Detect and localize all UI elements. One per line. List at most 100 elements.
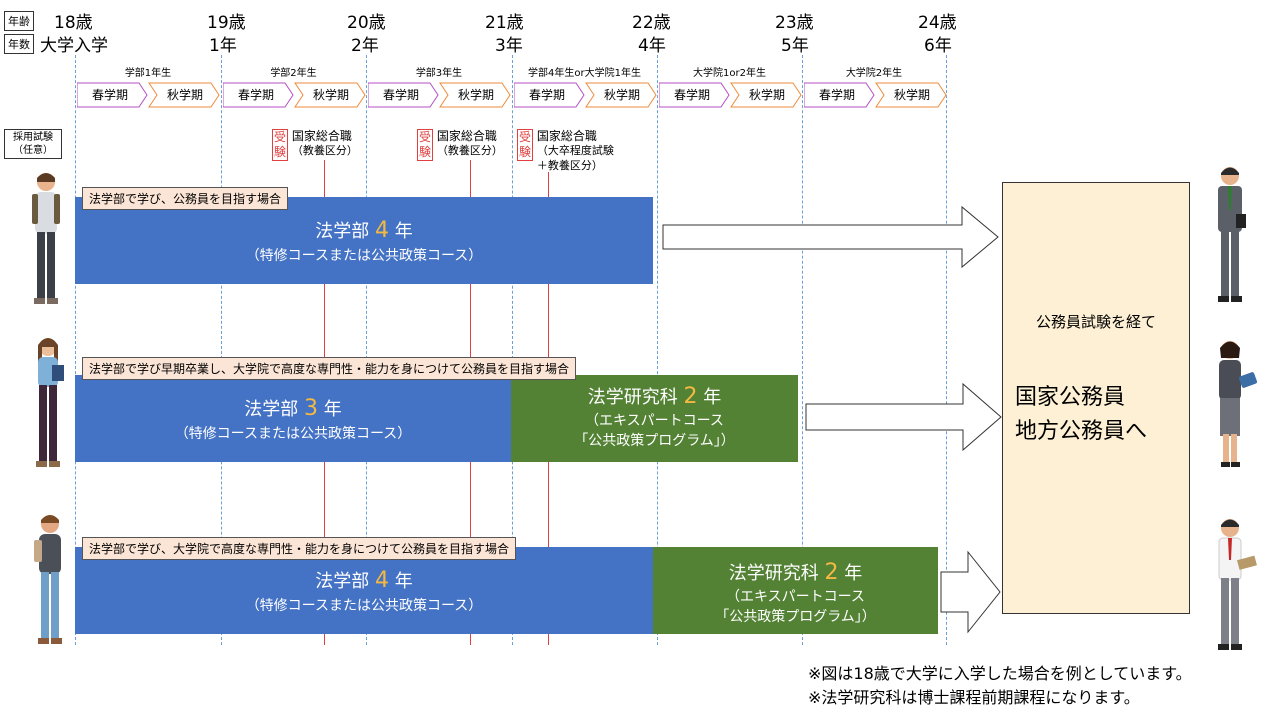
divider-line <box>366 55 367 645</box>
autumn-semester: 秋学期 <box>748 88 785 102</box>
exam-name: 国家総合職 <box>436 129 497 143</box>
civil-servant-illustration <box>1206 338 1262 476</box>
term-title: 大学院1or2年生 <box>693 68 766 79</box>
year-entrance: 大学入学 <box>40 36 108 56</box>
exam-detail: （教養区分） <box>291 144 358 157</box>
exam-name: 国家総合職 <box>291 129 352 143</box>
age-24: 24歳 <box>918 13 957 33</box>
student-illustration <box>24 335 72 479</box>
student-illustration <box>22 170 70 314</box>
exam-row-label: 採用試験 （任意） <box>4 129 62 159</box>
case-label: 法学部で学び、大学院で高度な専門性・能力を身につけて公務員を目指す場合 <box>82 537 517 560</box>
bar-sub: （特修コースまたは公共政策コース） <box>245 598 483 614</box>
footnote: ※法学研究科は博士課程前期課程になります。 <box>808 688 1140 707</box>
bar-sub: （特修コースまたは公共政策コース） <box>174 426 412 442</box>
age-18: 18歳 <box>54 13 93 33</box>
civil-servant-illustration <box>1206 516 1262 656</box>
exam-detail: （教養区分） <box>436 144 503 157</box>
year-6: 6年 <box>924 36 952 56</box>
semester-group: 春学期 秋学期 <box>223 82 367 108</box>
age-21: 21歳 <box>485 13 524 33</box>
year-row-label: 年数 <box>4 34 34 54</box>
bar-years: 3 <box>304 396 318 421</box>
arrow-right-icon <box>805 382 1002 452</box>
bar-years: 2 <box>683 384 698 409</box>
exam-note: 受 験 国家総合職 （教養区分） <box>417 129 503 161</box>
arrow-right-icon <box>662 205 999 269</box>
term-title: 学部1年生 <box>124 68 172 79</box>
spring-semester: 春学期 <box>91 88 128 102</box>
year-2: 2年 <box>351 36 379 56</box>
divider-line <box>657 55 658 645</box>
bar-years: 4 <box>375 568 389 593</box>
autumn-semester: 秋学期 <box>312 88 349 102</box>
exam-note: 受 験 国家総合職 （教養区分） <box>272 129 358 161</box>
bar-years: 2 <box>824 560 839 585</box>
bar-unit: 年 <box>844 563 863 584</box>
bar-sub: （エキスパートコース 「公共政策プログラム」） <box>715 589 876 625</box>
term-title: 学部4年生or大学院1年生 <box>528 68 641 79</box>
semester-group: 春学期 秋学期 <box>77 82 221 108</box>
autumn-semester: 秋学期 <box>893 88 930 102</box>
divider-line <box>221 55 222 645</box>
divider-line <box>512 55 513 645</box>
spring-semester: 春学期 <box>237 88 274 102</box>
spring-semester: 春学期 <box>528 88 565 102</box>
divider-line <box>75 55 76 645</box>
goal-pre-text: 公務員試験を経て <box>1035 313 1156 331</box>
spring-semester: 春学期 <box>382 88 419 102</box>
age-23: 23歳 <box>775 13 814 33</box>
law-faculty-bar: 法学部 4 年 （特修コースまたは公共政策コース） <box>75 547 653 634</box>
graduate-school-bar: 法学研究科 2 年 （エキスパートコース 「公共政策プログラム」） <box>653 547 938 634</box>
civil-servant-illustration <box>1206 164 1254 310</box>
year-5: 5年 <box>781 36 809 56</box>
semester-chevrons <box>77 82 220 108</box>
footnote: ※図は18歳で大学に入学した場合を例としています。 <box>808 664 1192 683</box>
exam-mark: 受 験 <box>517 129 533 161</box>
case-label: 法学部で学び早期卒業し、大学院で高度な専門性・能力を身につけて公務員を目指す場合 <box>82 357 577 380</box>
age-20: 20歳 <box>347 13 386 33</box>
autumn-semester: 秋学期 <box>603 88 640 102</box>
term-title: 大学院2年生 <box>845 68 903 79</box>
term-title: 学部2年生 <box>270 68 317 79</box>
spring-semester: 春学期 <box>818 88 855 102</box>
age-19: 19歳 <box>207 13 246 33</box>
spring-semester: 春学期 <box>673 88 710 102</box>
bar-unit: 年 <box>703 387 722 408</box>
exam-detail: （大卒程度試験 ＋教養区分） <box>536 144 614 172</box>
bar-unit: 年 <box>323 399 342 420</box>
semester-chevrons <box>368 82 511 108</box>
semester-group: 春学期 秋学期 <box>804 82 948 108</box>
bar-name: 法学研究科 <box>587 387 678 408</box>
year-3: 3年 <box>495 36 523 56</box>
bar-name: 法学部 <box>315 571 370 592</box>
exam-note: 受 験 国家総合職 （大卒程度試験 ＋教養区分） <box>517 129 614 173</box>
age-22: 22歳 <box>632 13 671 33</box>
term-title: 学部3年生 <box>415 68 463 79</box>
bar-unit: 年 <box>394 221 413 242</box>
goal-box: 公務員試験を経て 国家公務員 地方公務員へ <box>1002 182 1190 614</box>
bar-name: 法学研究科 <box>728 563 819 584</box>
bar-unit: 年 <box>394 571 413 592</box>
law-faculty-bar: 法学部 3 年 （特修コースまたは公共政策コース） <box>75 375 511 462</box>
semester-group: 春学期 秋学期 <box>514 82 658 108</box>
law-faculty-bar: 法学部 4 年 （特修コースまたは公共政策コース） <box>75 197 653 284</box>
semester-group: 春学期 秋学期 <box>659 82 803 108</box>
year-1: 1年 <box>209 36 237 56</box>
exam-mark: 受 験 <box>272 129 288 161</box>
case-label: 法学部で学び、公務員を目指す場合 <box>82 187 289 210</box>
divider-line <box>802 55 803 645</box>
divider-line <box>946 55 947 645</box>
autumn-semester: 秋学期 <box>166 88 203 102</box>
exam-mark: 受 験 <box>417 129 433 161</box>
arrow-right-icon <box>940 550 1001 634</box>
age-row-label: 年齢 <box>4 11 34 31</box>
semester-chevrons <box>804 82 947 108</box>
graduate-school-bar: 法学研究科 2 年 （エキスパートコース 「公共政策プログラム」） <box>511 375 798 462</box>
bar-name: 法学部 <box>244 399 299 420</box>
student-illustration <box>26 512 74 656</box>
goal-main-text: 国家公務員 地方公務員へ <box>1015 385 1148 444</box>
semester-chevrons <box>659 82 802 108</box>
year-4: 4年 <box>638 36 666 56</box>
semester-chevrons <box>223 82 366 108</box>
